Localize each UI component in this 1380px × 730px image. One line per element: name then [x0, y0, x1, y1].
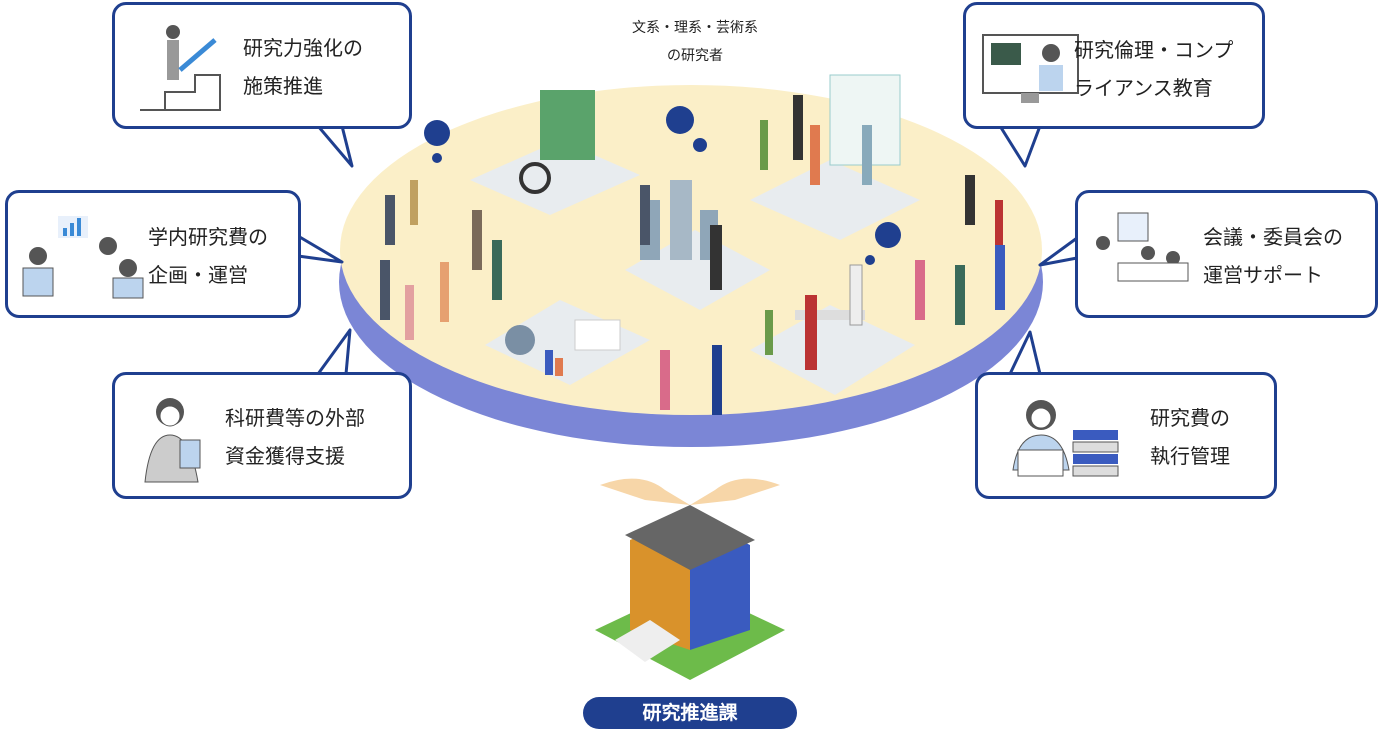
- university-building-illustration: [595, 478, 785, 680]
- laptop-documents-icon: [1012, 400, 1119, 477]
- research-promotion-division-label: 研究推進課: [583, 697, 797, 729]
- box-line: 学内研究費の: [148, 225, 268, 249]
- tail-internal: [297, 234, 344, 264]
- box-line: 研究費の: [1150, 406, 1230, 430]
- box-line: 研究倫理・コンプ: [1074, 38, 1234, 62]
- box-policy: 研究力強化の施策推進: [112, 2, 412, 129]
- thought-clouds: [424, 106, 901, 265]
- online-lecture-icon: [982, 34, 1079, 103]
- box-ethics: 研究倫理・コンプライアンス教育: [963, 2, 1265, 129]
- box-line: 会議・委員会の: [1203, 225, 1343, 249]
- tail-policy: [316, 125, 354, 168]
- box-committee: 会議・委員会の運営サポート: [1075, 190, 1378, 318]
- tail-execution: [1008, 330, 1042, 375]
- tile-books: [470, 90, 640, 215]
- tile-desk: [750, 305, 915, 395]
- box-line: 資金獲得支援: [225, 444, 345, 468]
- researchers-caption: 文系・理系・芸術系 の研究者: [600, 14, 790, 70]
- box-line: 執行管理: [1150, 444, 1230, 468]
- meeting-chart-icon: [22, 216, 144, 299]
- committee-meeting-icon: [1096, 212, 1189, 282]
- box-line: ライアンス教育: [1074, 76, 1213, 100]
- tail-committee: [1038, 236, 1078, 267]
- calculator-person-icon: [144, 398, 201, 483]
- box-line: 施策推進: [243, 74, 323, 98]
- box-line: 運営サポート: [1203, 263, 1323, 287]
- box-internal-funds: 学内研究費の企画・運営: [5, 190, 301, 318]
- caption-line-2: の研究者: [667, 48, 723, 64]
- people: [380, 95, 1005, 415]
- caption-line-1: 文系・理系・芸術系: [632, 20, 758, 36]
- box-line: 科研費等の外部: [225, 406, 365, 430]
- box-line: 企画・運営: [148, 263, 248, 287]
- stairs-climb-icon: [140, 25, 221, 111]
- box-execution: 研究費の執行管理: [975, 372, 1277, 499]
- box-external-funds: 科研費等の外部資金獲得支援: [112, 372, 412, 499]
- tile-charts: [485, 300, 650, 385]
- tail-ethics: [998, 125, 1042, 168]
- tail-external: [316, 328, 352, 375]
- box-line: 研究力強化の: [243, 36, 363, 60]
